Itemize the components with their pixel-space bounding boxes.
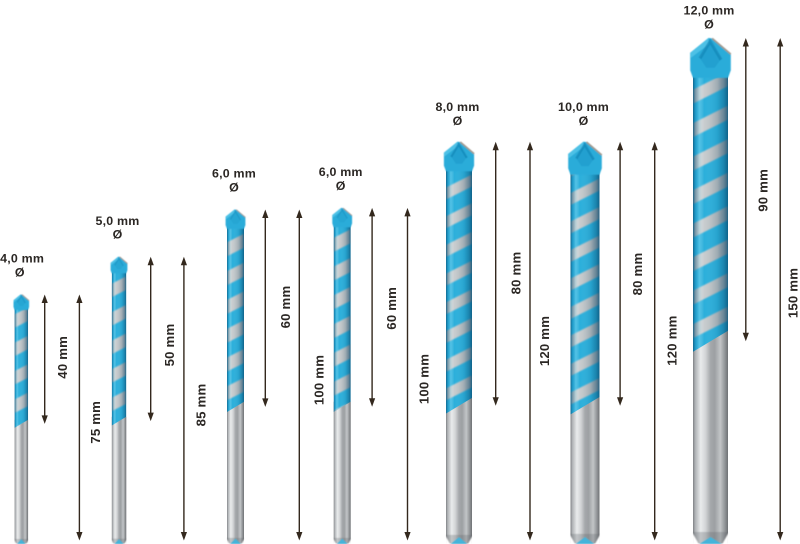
- svg-text:120 mm: 120 mm: [537, 316, 552, 366]
- svg-text:90 mm: 90 mm: [756, 169, 771, 212]
- svg-text:4,0 mm: 4,0 mm: [0, 252, 44, 266]
- svg-text:Ø: Ø: [336, 179, 346, 193]
- svg-text:50 mm: 50 mm: [162, 324, 177, 367]
- svg-text:Ø: Ø: [453, 114, 463, 128]
- svg-text:80 mm: 80 mm: [630, 253, 645, 296]
- svg-text:12,0 mm: 12,0 mm: [684, 3, 735, 17]
- svg-text:100 mm: 100 mm: [416, 354, 431, 404]
- svg-text:Ø: Ø: [704, 18, 714, 32]
- svg-text:Ø: Ø: [579, 114, 589, 128]
- svg-text:6,0 mm: 6,0 mm: [319, 165, 363, 179]
- svg-text:75 mm: 75 mm: [88, 401, 103, 444]
- svg-text:8,0 mm: 8,0 mm: [436, 100, 480, 114]
- svg-text:100 mm: 100 mm: [312, 355, 327, 405]
- svg-text:6,0 mm: 6,0 mm: [212, 167, 256, 181]
- svg-text:60 mm: 60 mm: [384, 287, 399, 330]
- svg-text:Ø: Ø: [15, 265, 25, 279]
- svg-text:150 mm: 150 mm: [786, 268, 800, 318]
- svg-text:Ø: Ø: [113, 228, 123, 242]
- svg-text:10,0 mm: 10,0 mm: [558, 100, 609, 114]
- svg-text:5,0 mm: 5,0 mm: [96, 214, 140, 228]
- svg-text:120 mm: 120 mm: [664, 315, 679, 365]
- svg-text:80 mm: 80 mm: [509, 252, 524, 295]
- svg-text:Ø: Ø: [229, 180, 239, 194]
- svg-text:40 mm: 40 mm: [55, 336, 70, 379]
- svg-text:85 mm: 85 mm: [193, 384, 208, 427]
- svg-text:60 mm: 60 mm: [278, 286, 293, 329]
